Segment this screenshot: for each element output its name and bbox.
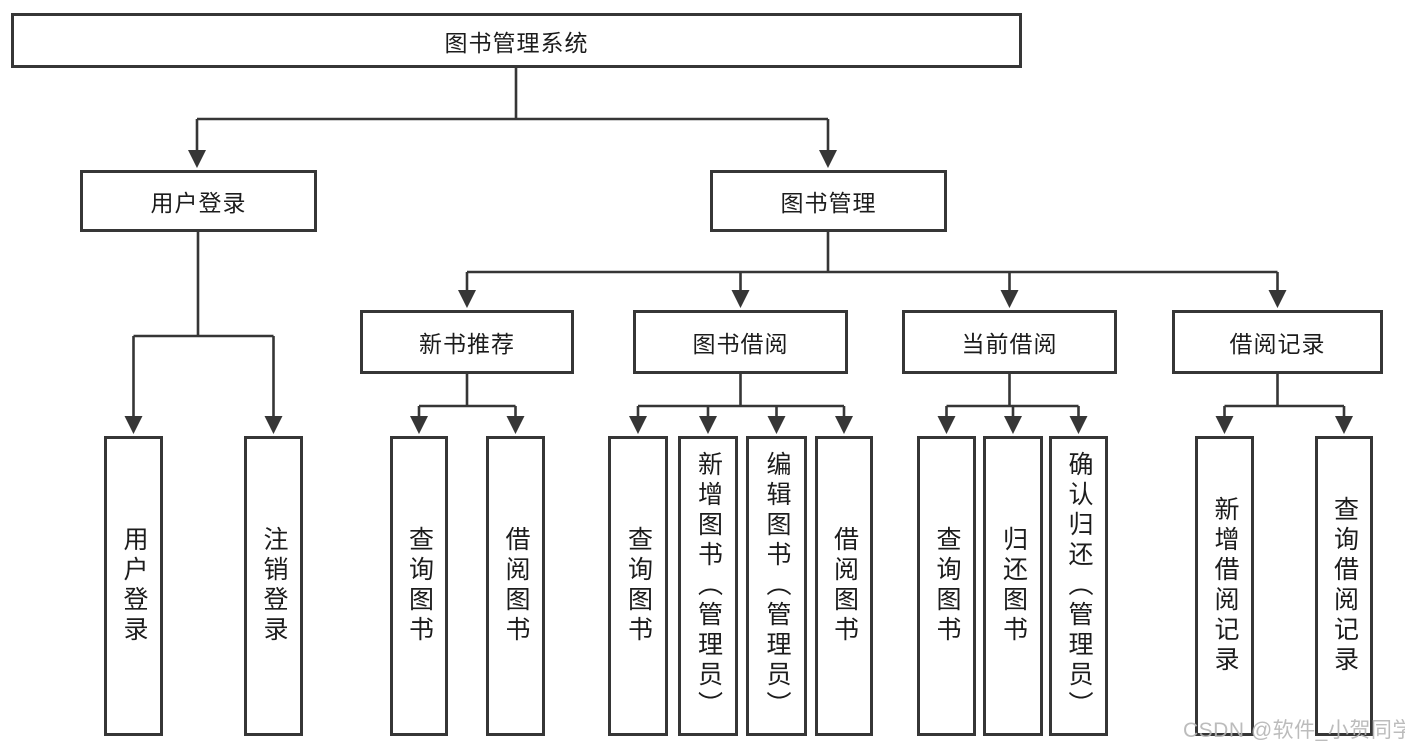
node-label: 归还图书 (999, 526, 1028, 646)
connector-book-management-stem (467, 232, 1278, 274)
node-label: 用户登录 (120, 526, 148, 646)
node-leaf-query-books-b: 查询图书 (608, 436, 668, 736)
connector-user-login-stem (133, 232, 274, 338)
node-user-login: 用户登录 (80, 170, 317, 232)
node-leaf-confirm-return-admin: 确认归还（管理员） (1049, 436, 1108, 736)
node-current-borrowing: 当前借阅 (902, 310, 1117, 374)
node-leaf-return-books: 归还图书 (983, 436, 1043, 736)
node-label: 查询图书 (405, 526, 434, 646)
node-label: 查询图书 (933, 526, 961, 646)
connector-new-book-stem (419, 374, 516, 408)
connector-current-borrowing-stem (946, 374, 1079, 408)
node-leaf-query-books-c: 查询图书 (917, 436, 976, 736)
node-leaf-user-login: 用户登录 (104, 436, 163, 736)
node-label: 编辑图书（管理员） (763, 451, 791, 721)
node-leaf-edit-books-admin: 编辑图书（管理员） (746, 436, 807, 736)
node-label: 新增借阅记录 (1211, 496, 1239, 676)
node-leaf-query-books-a: 查询图书 (390, 436, 448, 736)
node-label: 查询图书 (624, 526, 653, 646)
node-root-library-system: 图书管理系统 (11, 13, 1022, 68)
connector-borrowing-records-stem (1224, 374, 1344, 408)
node-borrowing-records: 借阅记录 (1172, 310, 1383, 374)
node-book-borrowing: 图书借阅 (633, 310, 848, 374)
node-label: 注销登录 (260, 526, 288, 646)
node-label: 查询借阅记录 (1330, 496, 1359, 676)
node-leaf-add-borrow-record: 新增借阅记录 (1195, 436, 1254, 736)
csdn-watermark: CSDN @软件_小贺同学 (1183, 719, 1405, 742)
connector-root-stem (197, 68, 828, 121)
node-label: 新增图书（管理员） (694, 451, 723, 721)
node-leaf-logout: 注销登录 (244, 436, 303, 736)
node-new-book-recommendation: 新书推荐 (360, 310, 574, 374)
node-leaf-query-borrow-record: 查询借阅记录 (1315, 436, 1373, 736)
node-leaf-add-books-admin: 新增图书（管理员） (678, 436, 738, 736)
node-label: 借阅图书 (830, 526, 859, 646)
node-book-management: 图书管理 (710, 170, 947, 232)
node-label: 确认归还（管理员） (1065, 451, 1093, 721)
connector-book-borrowing-stem (638, 374, 844, 408)
node-label: 借阅图书 (502, 526, 530, 646)
node-leaf-borrow-books-b: 借阅图书 (815, 436, 873, 736)
node-leaf-borrow-books-a: 借阅图书 (486, 436, 545, 736)
